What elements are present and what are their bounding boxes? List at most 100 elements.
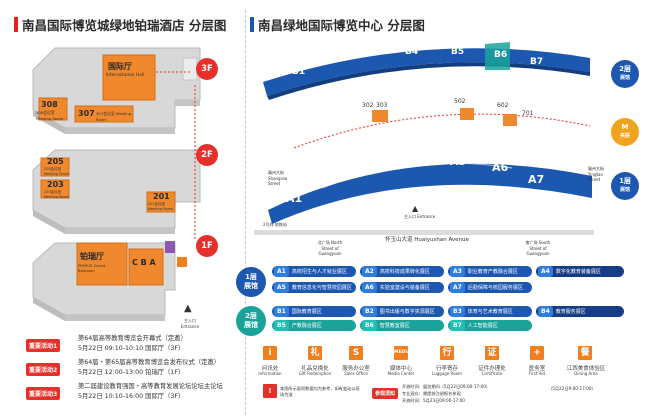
room-203-sub: 203会议室 Meeting Room [44,190,70,199]
hall-a4[interactable]: A4 [404,155,421,168]
media-center-label-en: Media Center [387,371,415,376]
floor-badge-2-sub: 展馆 [619,75,630,81]
room-203-label: 203 [47,180,64,189]
activity-2-tag: 重要活动2 [26,363,61,376]
notice-icon: ! [263,384,277,398]
sales-office-label: 服务办公室 [342,366,370,372]
hall-b7[interactable]: B7 [530,57,544,67]
cba-room-block [128,248,164,286]
room-201-sub: 201会议室 Meeting Room [148,202,174,211]
hall-a2[interactable]: A2 [318,173,335,186]
hall-b2[interactable]: B2 [318,56,332,66]
international-hall-label: 国际厅 [108,62,132,71]
floor-badge-1-sub: 展馆 [619,187,630,193]
room-205-block [40,157,70,177]
activity-2-line2: 5月22日 12:00-13:00 铂瑞厅（1F） [78,369,185,376]
dining-label: 江西美食体验区 [566,366,606,372]
footer-line-3: 开放时间：5月23日09:00-17:00 [402,398,465,403]
dining-label-en: Dining Area [574,371,598,376]
room-307-sub: 307会议室 Meeting Room [96,111,132,122]
legend-2f-label: 2层 展馆 [244,312,258,329]
activity-3-line1: 第二届建设教育强国・高等教育发展论坛论坛主论坛 [78,383,223,390]
floor-1f-plan [32,241,187,321]
hall-a5[interactable]: A5 [450,155,467,168]
hall-a1[interactable]: A1 [286,192,303,205]
room-602: 602 [497,102,509,109]
first-aid-label: 医务室 [528,366,546,372]
south-street-label: 南广场 South Street of Guangyuan [525,240,551,256]
hall-a7[interactable]: A7 [528,173,545,186]
luggage-icon: 行 [440,346,454,360]
room-201-label: 201 [153,192,170,201]
floor-1f-badge[interactable]: 1F [196,235,218,257]
media-center-label: 媒体中心 [389,366,412,372]
room-303: 303 [376,102,388,109]
hall-b5[interactable]: B5 [451,47,465,57]
international-hall-sub: International Hall [105,73,145,78]
activity-2-line1: 第64届・第65届高等教育博览会发布仪式（定邀） [78,359,220,366]
hall-a6[interactable]: A6 [492,161,509,174]
floor-badge-m-sub: 夹层 [619,133,630,139]
sales-office-label-en: Sales Office [344,371,368,376]
cba-room-label: C B A [132,258,156,267]
floor-badge-m-label: M [621,123,629,131]
room-203-block [40,179,70,199]
gift-label-en: Gift Redemption [298,371,332,376]
room-307-block [74,105,134,123]
floor-badge-2-label: 2层 [619,65,631,73]
information-icon: i [263,346,277,360]
floor-3f-plan [32,47,201,134]
first-aid-label-en: First Aid [528,371,546,376]
floor-2f-badge[interactable]: 2F [196,144,218,166]
room-307-label: 307 [78,109,95,118]
activity-1-tag: 重要活动1 [26,339,61,352]
legend-2f-badge: 2层 展馆 [236,306,266,336]
grand-ballroom-block [76,242,128,286]
hall-b4[interactable]: B4 [405,47,419,57]
grand-ballroom-sub: PRIMUS Grand Ballroom [78,263,106,273]
footer-line-2: 专业观众：需提前注册报名参观 [402,391,461,396]
floor-1-halls [268,162,592,224]
floor-badge-m[interactable]: M 夹层 [611,118,639,146]
sales-office-icon: S [349,346,363,360]
panel-divider [245,10,246,415]
footer-note-left: 本图所示面积数据均为参考，如有变动以现场为准 [280,386,360,397]
room-701: 701 [522,110,534,117]
floor-badge-1[interactable]: 1层 展馆 [611,172,639,200]
certificate-label: 证件办理处 [478,366,506,372]
certificate-label-en: Certificate [481,371,503,376]
activity-3-line2: 5月22日 10:10-16:00 国际厅（3F） [78,393,185,400]
floor-badge-1-label: 1层 [619,177,631,185]
hall-b1[interactable]: B1 [292,67,306,77]
hotel-title: 南昌国际博览城绿地铂瑞酒店 分层图 [22,18,227,33]
floor-3f-badge[interactable]: 3F [196,58,218,80]
media-center-icon: MEDIA [394,346,410,360]
room-502: 502 [454,98,466,105]
certificate-icon: 证 [485,346,499,360]
information-label-en: Information [258,371,282,376]
hall-b3[interactable]: B3 [358,49,372,59]
activity-1-line1: 第64届高等教育博览会开幕式（定邀） [78,335,187,342]
legend-1f-label: 1层 展馆 [244,273,258,290]
entrance-label: 主入口 Entrance [181,318,199,329]
east-street-label: 赣州大街 Shangrao Street [268,170,288,186]
floor-badge-2[interactable]: 2层 展馆 [611,60,639,88]
expo-entrance-label: 主入口 Entrance [404,214,436,219]
hall-b6[interactable]: B6 [494,50,508,60]
entrance-arrow-icon: ▲ [184,303,192,314]
hall-a3[interactable]: A3 [358,161,375,174]
